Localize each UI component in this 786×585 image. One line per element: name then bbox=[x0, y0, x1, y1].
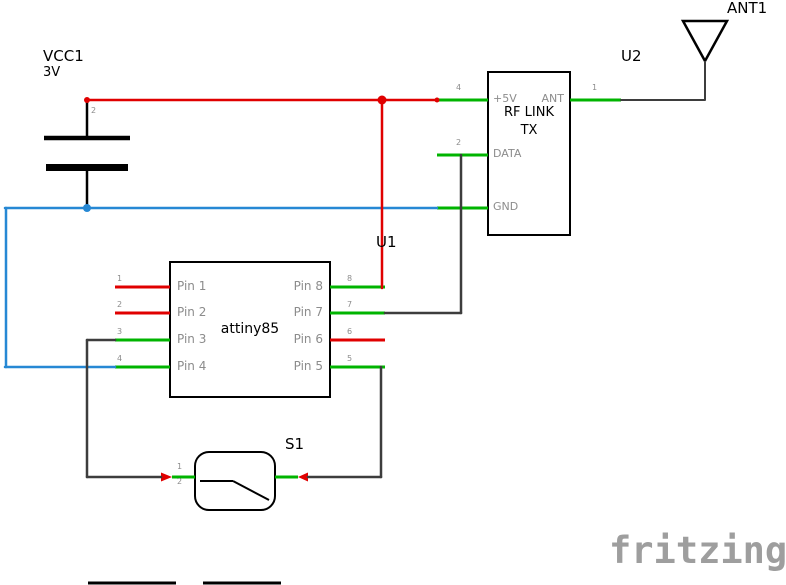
chip-pin1-number: 1 bbox=[117, 274, 123, 283]
chip-pin7-label: Pin 7 bbox=[293, 305, 323, 319]
chip-pin4-number: 4 bbox=[117, 354, 123, 363]
rf-ref-label[interactable]: U2 bbox=[621, 47, 642, 65]
switch-lever bbox=[232, 480, 270, 501]
battery-ref-label[interactable]: VCC1 bbox=[43, 47, 84, 65]
switch-pin1-arrow bbox=[161, 472, 172, 482]
chip-pin2-label: Pin 2 bbox=[177, 305, 207, 319]
antenna-symbol[interactable] bbox=[680, 19, 730, 64]
chip-pin6-number: 6 bbox=[347, 327, 353, 336]
chip-ref-label[interactable]: U1 bbox=[376, 233, 397, 251]
junction-dot-gnd bbox=[83, 204, 91, 212]
switch-pin2-number: 2 bbox=[177, 477, 183, 486]
junction-dot-battery-top bbox=[84, 97, 90, 103]
battery-voltage-label[interactable]: 3V bbox=[43, 65, 61, 80]
fritzing-watermark: fritzing bbox=[609, 529, 786, 572]
wire-end-dot-5v bbox=[434, 97, 440, 103]
chip-pin3-label: Pin 3 bbox=[177, 332, 207, 346]
rf-data-pin-label: DATA bbox=[493, 147, 522, 160]
rf-power-pin-label: +5V bbox=[493, 92, 517, 105]
switch-pin2-arrow bbox=[298, 472, 308, 482]
rf-title-line1: RF LINK bbox=[504, 105, 554, 120]
rf-ant-pin-number: 1 bbox=[592, 83, 598, 92]
chip-pin8-number: 8 bbox=[347, 274, 353, 283]
chip-pin3-number: 3 bbox=[117, 327, 123, 336]
rf-gnd-pin-label: GND bbox=[493, 200, 519, 213]
battery-pin-number: 2 bbox=[91, 106, 97, 115]
rf-power-pin-number: 4 bbox=[456, 83, 462, 92]
chip-pin5-label: Pin 5 bbox=[293, 359, 323, 373]
chip-pin2-number: 2 bbox=[117, 300, 123, 309]
switch-pin1-number: 1 bbox=[177, 462, 183, 471]
chip-pin6-label: Pin 6 bbox=[293, 332, 323, 346]
rf-data-pin-number: 2 bbox=[456, 138, 462, 147]
chip-pin7-number: 7 bbox=[347, 300, 353, 309]
junction-dot-vcc bbox=[377, 95, 387, 105]
chip-name-label: attiny85 bbox=[220, 321, 280, 337]
rf-ant-pin-label: ANT bbox=[541, 92, 564, 105]
switch-ref-label[interactable]: S1 bbox=[285, 435, 305, 453]
chip-pin4-label: Pin 4 bbox=[177, 359, 207, 373]
rf-module-body[interactable] bbox=[487, 71, 571, 236]
antenna-ref-label[interactable]: ANT1 bbox=[727, 0, 768, 17]
chip-body[interactable] bbox=[169, 261, 331, 398]
chip-pin5-number: 5 bbox=[347, 354, 353, 363]
rf-title-line2: TX bbox=[520, 123, 538, 138]
chip-pin1-label: Pin 1 bbox=[177, 279, 207, 293]
chip-pin8-label: Pin 8 bbox=[293, 279, 323, 293]
